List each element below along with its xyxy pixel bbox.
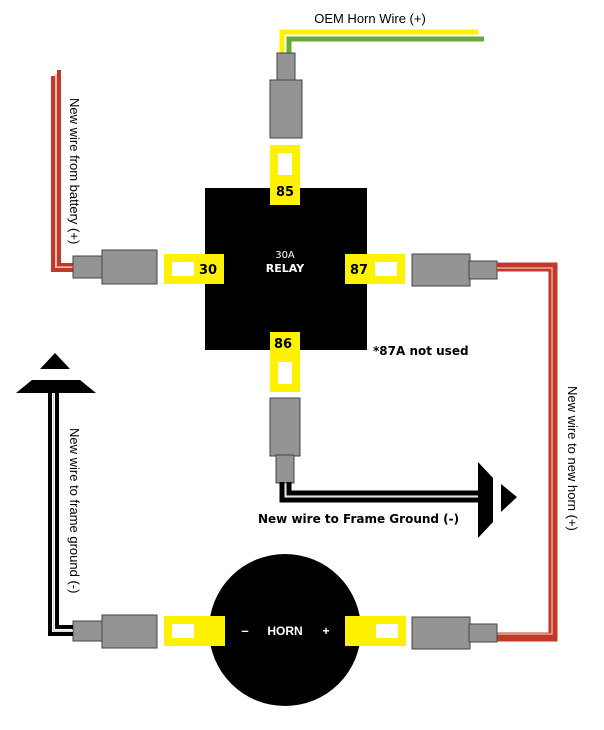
- connector-horn-negative: [72, 614, 158, 649]
- connector-pin-87: [411, 253, 498, 287]
- horn-positive-terminal: [345, 616, 406, 646]
- horn-ground-symbol: [16, 353, 96, 393]
- relay-label: RELAY: [266, 262, 305, 275]
- battery-wire-label: New wire from battery (+): [67, 98, 82, 244]
- relay-pin-86-label: 86: [274, 337, 292, 352]
- relay-note: *87A not used: [373, 344, 469, 358]
- connector-pin-30: [72, 249, 158, 285]
- connector-horn-positive: [411, 616, 498, 650]
- oem-horn-wire: [279, 29, 484, 55]
- relay-pin-87-label: 87: [350, 263, 368, 278]
- new-horn-wire: [497, 262, 558, 642]
- horn-positive-sign: +: [322, 624, 329, 638]
- connector-pin-86: [269, 397, 301, 484]
- relay-ground-label: New wire to Frame Ground (-): [258, 512, 459, 526]
- relay-pin-30-label: 30: [199, 263, 217, 278]
- relay-pin-86: [270, 332, 300, 392]
- relay-pin-30: [164, 254, 224, 284]
- relay-ground-symbol: [478, 462, 517, 538]
- relay-rating: 30A: [275, 250, 295, 261]
- horn-label: HORN: [267, 624, 302, 638]
- relay-pin-85: [270, 145, 300, 205]
- connector-pin-85: [269, 52, 303, 139]
- horn-body: [209, 554, 361, 706]
- horn-ground-wire: [48, 392, 73, 636]
- horn-negative-terminal: [164, 616, 225, 646]
- relay-pin-87: [345, 254, 405, 284]
- horn-negative-sign: –: [241, 623, 248, 638]
- relay-ground-wire: [279, 482, 478, 503]
- horn-ground-label: New wire to frame ground (-): [67, 428, 82, 593]
- relay-body: [205, 188, 367, 350]
- oem-wire-label: OEM Horn Wire (+): [314, 11, 426, 26]
- relay-pin-85-label: 85: [276, 185, 294, 200]
- new-horn-wire-label: New wire to new horn (+): [565, 386, 580, 531]
